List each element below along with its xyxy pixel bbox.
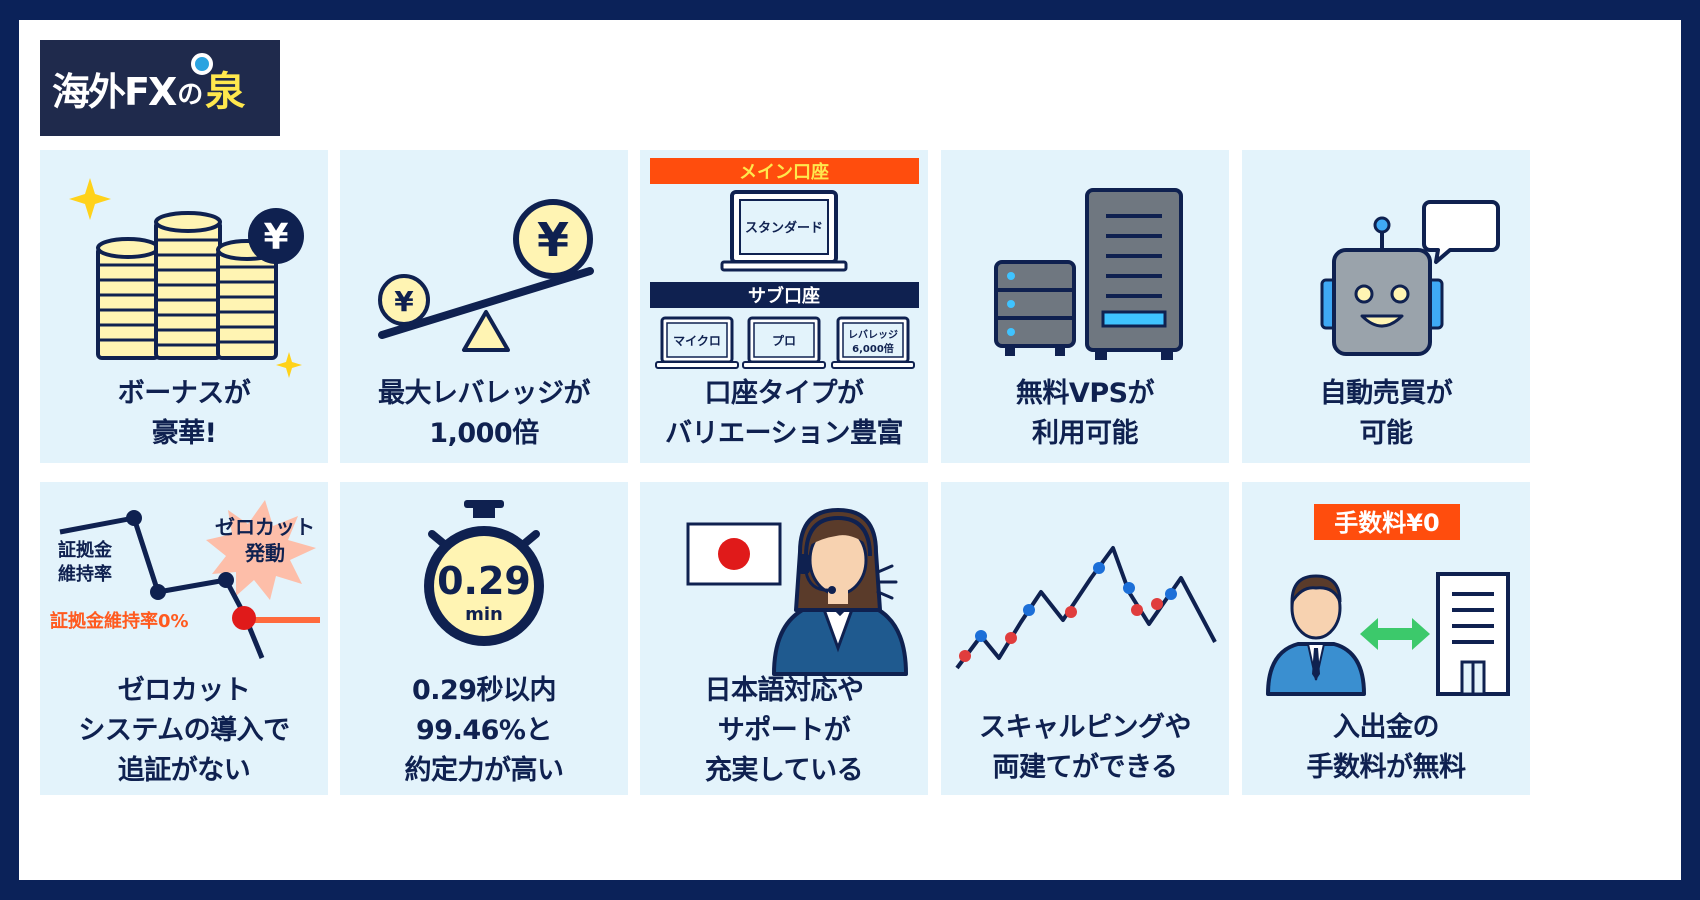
svg-text:マイクロ: マイクロ xyxy=(673,334,721,348)
feature-card-scalping: スキャルピングや 両建てができる xyxy=(941,482,1229,795)
server-icon xyxy=(994,188,1183,360)
svg-text:¥: ¥ xyxy=(394,285,414,318)
svg-text:メイン口座: メイン口座 xyxy=(739,161,829,183)
svg-text:6,000倍: 6,000倍 xyxy=(852,342,894,355)
feature-card-support: 日本語対応や サポートが 充実している xyxy=(640,482,928,795)
feature-card-fees: 手数料¥0 入出金の 手数料が無料 xyxy=(1242,482,1530,795)
stopwatch-icon: 0.29 min xyxy=(424,500,544,646)
svg-text:¥: ¥ xyxy=(537,213,569,267)
feature-card-vps: 無料VPSが 利用可能 xyxy=(941,150,1229,463)
card-title: 無料VPSが 利用可能 xyxy=(1015,378,1155,449)
svg-text:プロ: プロ xyxy=(772,333,796,348)
svg-text:サブ口座: サブ口座 xyxy=(748,285,820,307)
svg-text:維持率: 維持率 xyxy=(58,563,112,585)
robot-icon xyxy=(1320,200,1500,356)
feature-card-bonus: ¥ ボーナスが 豪華! xyxy=(40,150,328,463)
logo-text-no: の xyxy=(177,79,204,110)
card-title: ボーナスが 豪華! xyxy=(117,378,251,449)
card-title: 日本語対応や サポートが 充実している xyxy=(704,675,865,786)
card-title: 入出金の 手数料が無料 xyxy=(1306,712,1467,783)
logo-text-izumi: 泉 xyxy=(191,53,245,117)
svg-text:発動: 発動 xyxy=(244,541,285,565)
laptop-icon: メイン口座 スタンダード サブ口座 マイクロ プロ xyxy=(650,158,919,369)
logo-izumi-char: 泉 xyxy=(205,69,245,115)
card-title: 口座タイプが バリエーション豊富 xyxy=(665,378,903,449)
card-title: スキャルピングや 両建てができる xyxy=(979,712,1192,783)
svg-text:証拠金: 証拠金 xyxy=(58,539,113,561)
feature-card-zero-cut: ゼロカット 発動 証拠金 維持率 証拠金維持率0% ゼロカット システムの導入で… xyxy=(40,482,328,795)
feature-card-leverage: ¥ ¥ 最大レバレッジが 1,000倍 xyxy=(340,150,628,463)
water-drop-icon xyxy=(191,53,214,75)
card-title: ゼロカット システムの導入で 追証がない xyxy=(78,675,290,786)
svg-text:0.29: 0.29 xyxy=(437,559,531,603)
logo-text-main: 海外FX xyxy=(52,69,177,114)
coin-stack-icon: ¥ xyxy=(69,178,304,378)
seesaw-icon: ¥ ¥ xyxy=(378,199,594,352)
card-title: 0.29秒以内 99.46%と 約定力が高い xyxy=(404,675,565,786)
feature-card-execution: 0.29 min 0.29秒以内 99.46%と 約定力が高い xyxy=(340,482,628,795)
infographic-frame: 海外FX の 泉 xyxy=(19,20,1681,880)
fee-badge: 手数料¥0 xyxy=(1334,509,1439,537)
svg-text:min: min xyxy=(465,604,503,625)
card-title: 最大レバレッジが 1,000倍 xyxy=(378,378,591,449)
support-agent-icon xyxy=(686,508,908,676)
margin-chart-icon: ゼロカット 発動 証拠金 維持率 証拠金維持率0% xyxy=(48,500,320,659)
yen-symbol: ¥ xyxy=(263,217,288,258)
feature-card-account-types: メイン口座 スタンダード サブ口座 マイクロ プロ xyxy=(640,150,928,463)
bank-transfer-icon: 手数料¥0 xyxy=(1266,504,1510,696)
card-title: 自動売買が 可能 xyxy=(1319,378,1453,449)
site-logo[interactable]: 海外FX の 泉 xyxy=(40,40,280,136)
svg-text:ゼロカット: ゼロカット xyxy=(215,515,315,539)
feature-card-auto-trading: 自動売買が 可能 xyxy=(1242,150,1530,463)
price-chart-icon xyxy=(955,546,1217,670)
japan-flag-icon xyxy=(686,522,782,586)
svg-text:スタンダード: スタンダード xyxy=(745,220,823,236)
svg-text:証拠金維持率0%: 証拠金維持率0% xyxy=(50,610,189,632)
svg-text:レバレッジ: レバレッジ xyxy=(848,329,898,341)
